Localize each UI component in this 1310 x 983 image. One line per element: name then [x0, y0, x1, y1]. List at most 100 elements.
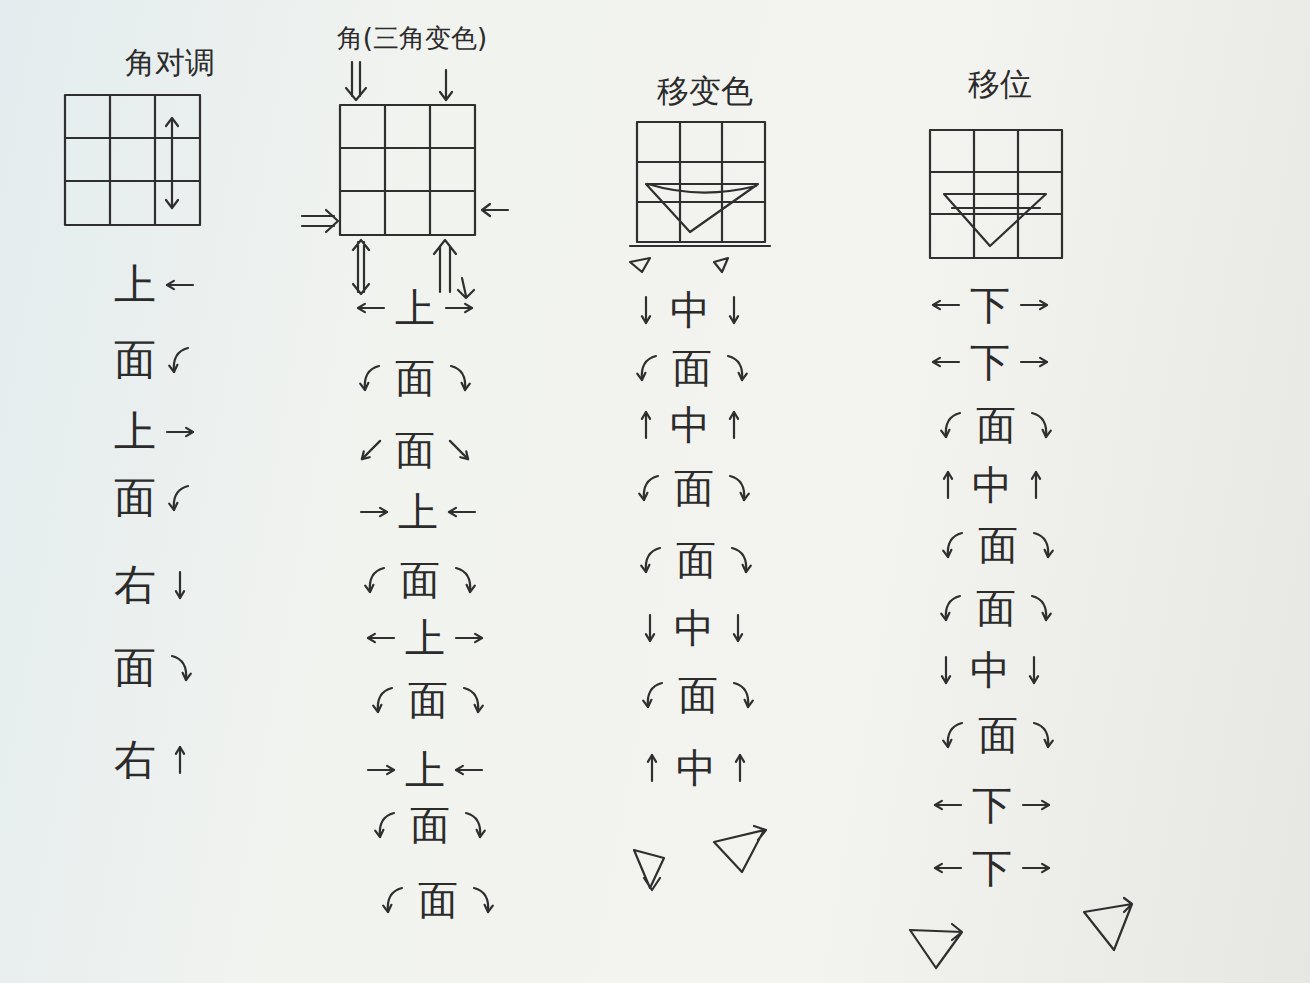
turn-arrow — [933, 301, 940, 309]
turn-arrow — [1040, 358, 1047, 366]
move-step: 面 — [978, 523, 1018, 567]
turn-arrow — [643, 700, 651, 707]
turn-arrow — [179, 572, 181, 598]
turn-arrow — [739, 755, 741, 781]
move-step: 上 — [114, 409, 156, 455]
move-step: 面 — [976, 586, 1016, 630]
turn-arrow — [935, 801, 942, 809]
turn-arrow — [733, 412, 735, 438]
turn-arrow — [1030, 676, 1038, 683]
cube-face-grid — [630, 122, 770, 272]
turn-arrow — [1032, 472, 1040, 479]
turn-arrow — [358, 307, 384, 309]
rotation-symbol — [634, 826, 1132, 968]
turn-arrow — [1021, 304, 1047, 306]
move-step: 面 — [676, 538, 716, 582]
turn-arrow — [1023, 867, 1049, 869]
turn-arrow — [935, 804, 961, 806]
turn-arrow — [456, 766, 463, 774]
move-step: 上 — [114, 262, 156, 308]
turn-arrow — [941, 430, 949, 437]
column-heading: 角对调 — [125, 46, 215, 79]
turn-arrow — [373, 705, 381, 712]
turn-arrow — [449, 511, 475, 513]
turn-arrow — [475, 705, 483, 712]
move-step: 上 — [405, 748, 445, 792]
turn-arrow — [736, 755, 744, 762]
turn-arrow — [1042, 801, 1049, 809]
turn-arrow — [1023, 804, 1049, 806]
move-step: 面 — [400, 558, 440, 602]
move-step: 中 — [972, 463, 1012, 507]
turn-arrow — [1045, 550, 1053, 557]
turn-arrow — [365, 585, 373, 592]
turn-arrow — [368, 634, 375, 642]
turn-arrow — [485, 905, 493, 912]
turn-arrow — [944, 472, 952, 479]
turn-arrow — [460, 451, 468, 459]
turn-arrow — [642, 412, 650, 419]
move-step: 中 — [670, 403, 710, 447]
move-step: 右 — [114, 737, 156, 783]
turn-arrow — [1033, 657, 1035, 683]
turn-arrow — [361, 511, 387, 513]
turn-arrow — [176, 747, 184, 754]
turn-arrow — [1043, 430, 1051, 437]
cube-face-grid — [930, 130, 1062, 258]
turn-arrow — [942, 676, 950, 683]
turn-arrow — [167, 281, 174, 289]
turn-arrow — [362, 441, 380, 459]
move-step: 面 — [395, 356, 435, 400]
turn-arrow — [935, 864, 942, 872]
turn-arrow — [465, 304, 472, 312]
turn-arrow — [167, 431, 193, 433]
column-heading: 角(三角变色) — [337, 24, 487, 53]
turn-arrow — [1040, 301, 1047, 309]
move-step: 面 — [410, 803, 450, 847]
move-step: 面 — [395, 428, 435, 472]
turn-arrow — [362, 451, 370, 459]
move-step: 面 — [978, 713, 1018, 757]
turn-arrow — [186, 428, 193, 436]
move-step: 下 — [970, 283, 1010, 327]
turn-arrow — [368, 769, 394, 771]
column-heading: 移位 — [968, 67, 1032, 102]
turn-arrow — [176, 591, 184, 598]
cube-face-grid — [302, 62, 508, 298]
move-step: 右 — [114, 562, 156, 608]
turn-arrow — [739, 373, 747, 380]
turn-arrow — [641, 565, 649, 572]
cube-face-grid — [65, 95, 200, 225]
move-step: 下 — [972, 783, 1012, 827]
move-step: 面 — [678, 673, 718, 717]
turn-arrow — [945, 657, 947, 683]
move-step: 中 — [970, 648, 1010, 692]
turn-arrow — [642, 316, 650, 323]
move-step: 中 — [670, 288, 710, 332]
turn-arrow — [651, 755, 653, 781]
turn-arrow — [477, 830, 485, 837]
turn-arrow — [467, 585, 475, 592]
move-step: 面 — [672, 346, 712, 390]
turn-arrow — [449, 508, 456, 516]
turn-arrow — [933, 358, 940, 366]
turn-arrow — [648, 755, 656, 762]
turn-arrow — [734, 634, 742, 641]
turn-arrow — [1021, 361, 1047, 363]
move-step: 面 — [674, 466, 714, 510]
turn-arrow — [645, 297, 647, 323]
move-step: 面 — [408, 678, 448, 722]
turn-arrow — [947, 472, 949, 498]
turn-arrow — [169, 503, 177, 510]
turn-arrow — [639, 493, 647, 500]
turn-arrow — [1045, 740, 1053, 747]
turn-arrow — [637, 373, 645, 380]
turn-arrow — [941, 613, 949, 620]
turn-arrow — [737, 615, 739, 641]
turn-arrow — [358, 304, 365, 312]
move-step: 上 — [395, 286, 435, 330]
turn-arrow — [741, 493, 749, 500]
move-step: 面 — [418, 878, 458, 922]
column-heading: 移变色 — [657, 74, 753, 109]
